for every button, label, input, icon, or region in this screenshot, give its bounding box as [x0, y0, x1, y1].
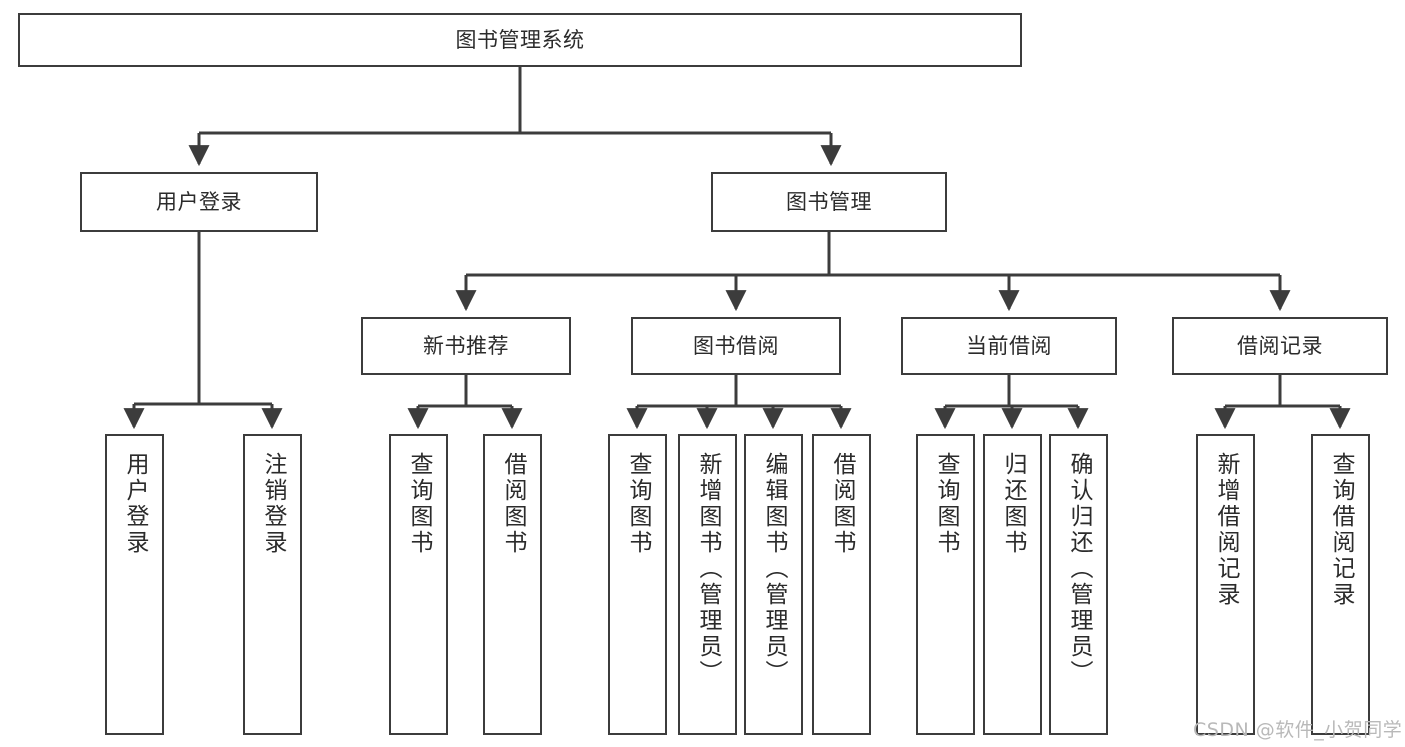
- node-leaf-add-borrow-record-label: 新增借阅记录: [1213, 452, 1239, 608]
- node-current-borrow-label: 当前借阅: [966, 333, 1052, 358]
- node-leaf-borrow-book[interactable]: 借阅图书: [812, 434, 871, 735]
- node-leaf-confirm-return-admin[interactable]: 确认归还（管理员）: [1049, 434, 1108, 735]
- node-leaf-logout-login[interactable]: 注销登录: [243, 434, 302, 735]
- node-leaf-query-borrow-record[interactable]: 查询借阅记录: [1311, 434, 1370, 735]
- node-leaf-query-borrow-record-label: 查询借阅记录: [1328, 452, 1354, 608]
- node-book-management[interactable]: 图书管理: [711, 172, 947, 232]
- node-leaf-add-book-admin-label: 新增图书（管理员）: [695, 452, 721, 686]
- node-leaf-user-login-label: 用户登录: [122, 452, 148, 556]
- node-root-label: 图书管理系统: [455, 27, 585, 52]
- node-leaf-add-book-admin[interactable]: 新增图书（管理员）: [678, 434, 737, 735]
- node-leaf-query-book-borrow[interactable]: 查询图书: [608, 434, 667, 735]
- node-leaf-return-book[interactable]: 归还图书: [983, 434, 1042, 735]
- node-leaf-query-book-current-label: 查询图书: [933, 452, 959, 556]
- csdn-watermark: CSDN @软件_小贺同学: [1193, 719, 1403, 741]
- node-borrow-record-label: 借阅记录: [1237, 333, 1323, 358]
- node-leaf-logout-login-label: 注销登录: [260, 452, 286, 556]
- node-new-book-recommend[interactable]: 新书推荐: [361, 317, 571, 375]
- node-leaf-confirm-return-admin-label: 确认归还（管理员）: [1066, 452, 1092, 686]
- node-book-borrow[interactable]: 图书借阅: [631, 317, 841, 375]
- node-leaf-add-borrow-record[interactable]: 新增借阅记录: [1196, 434, 1255, 735]
- node-root[interactable]: 图书管理系统: [18, 13, 1022, 67]
- node-book-management-label: 图书管理: [786, 189, 872, 214]
- node-book-borrow-label: 图书借阅: [693, 333, 779, 358]
- node-leaf-query-book-recommend-label: 查询图书: [406, 452, 432, 556]
- node-current-borrow[interactable]: 当前借阅: [901, 317, 1117, 375]
- node-leaf-borrow-book-label: 借阅图书: [829, 452, 855, 556]
- node-leaf-edit-book-admin-label: 编辑图书（管理员）: [761, 452, 787, 686]
- node-borrow-record[interactable]: 借阅记录: [1172, 317, 1388, 375]
- node-leaf-borrow-book-recommend[interactable]: 借阅图书: [483, 434, 542, 735]
- node-user-login-label: 用户登录: [156, 189, 242, 214]
- node-leaf-edit-book-admin[interactable]: 编辑图书（管理员）: [744, 434, 803, 735]
- node-leaf-query-book-recommend[interactable]: 查询图书: [389, 434, 448, 735]
- node-leaf-query-book-borrow-label: 查询图书: [625, 452, 651, 556]
- node-leaf-query-book-current[interactable]: 查询图书: [916, 434, 975, 735]
- node-leaf-user-login[interactable]: 用户登录: [105, 434, 164, 735]
- node-user-login[interactable]: 用户登录: [80, 172, 318, 232]
- node-leaf-return-book-label: 归还图书: [1000, 452, 1026, 556]
- node-new-book-recommend-label: 新书推荐: [423, 333, 509, 358]
- node-leaf-borrow-book-recommend-label: 借阅图书: [500, 452, 526, 556]
